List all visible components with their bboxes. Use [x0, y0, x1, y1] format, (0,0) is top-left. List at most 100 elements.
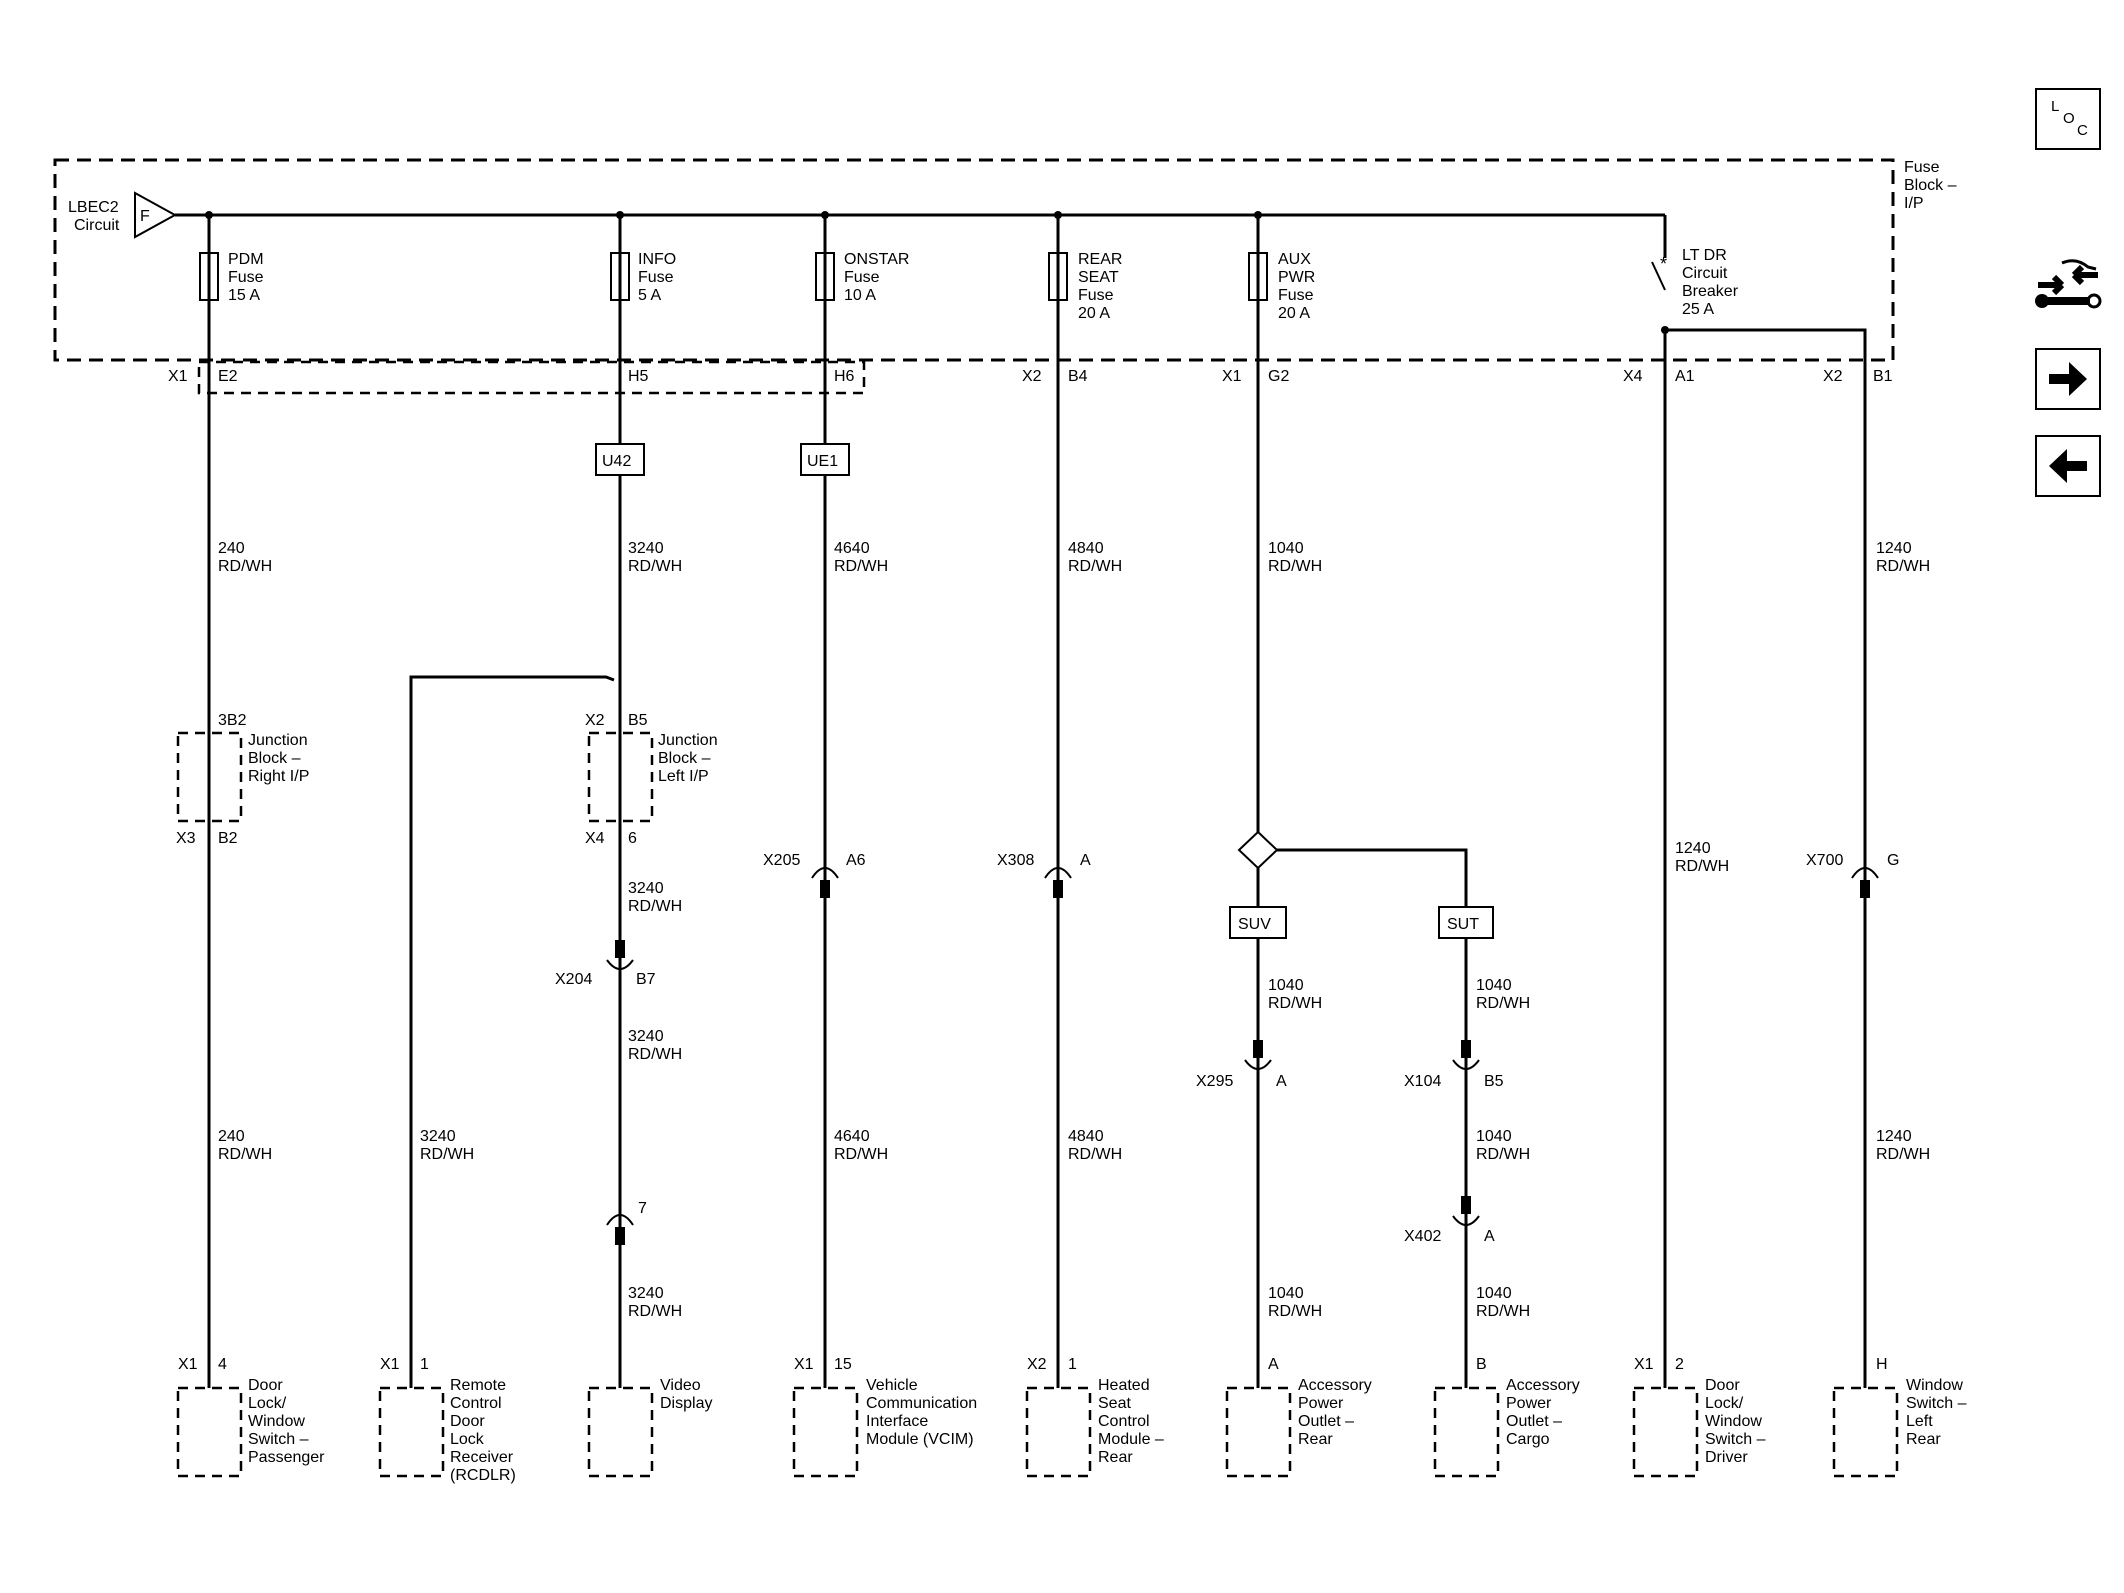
comp-2-conn: X1	[380, 1356, 400, 1373]
pin-a1: A1	[1675, 368, 1695, 385]
wire-240-color-b: RD/WH	[218, 1146, 272, 1163]
previous-page-button[interactable]	[2035, 435, 2101, 497]
comp-3-l1: Video	[660, 1377, 701, 1394]
comp-5-l5: Rear	[1098, 1449, 1133, 1466]
next-page-button[interactable]	[2035, 348, 2101, 410]
connector-pin-7: 7	[638, 1200, 647, 1217]
option-sut-box	[1438, 906, 1494, 939]
wire-1040-color-a: RD/WH	[1268, 558, 1322, 575]
comp-4-pin: 15	[834, 1356, 852, 1373]
jb-right-l3: Right I/P	[248, 768, 309, 785]
pin-conn-x2-b4: X2	[1022, 368, 1042, 385]
wire-4640-color-a: RD/WH	[834, 558, 888, 575]
component-door-lock-driver[interactable]: X1 2 Door Lock/ Window Switch – Driver	[1632, 1356, 1766, 1478]
wrench-arrows-icon	[2035, 259, 2102, 309]
comp-4-l4: Module (VCIM)	[866, 1431, 974, 1448]
jb-left-bot-conn: X4	[585, 830, 605, 847]
fuse-rearseat-l1: REAR	[1078, 251, 1122, 268]
x204-conn: X204	[555, 971, 592, 988]
component-door-lock-passenger[interactable]: X1 4 Door Lock/ Window Switch – Passenge…	[176, 1356, 325, 1478]
pin-g2: G2	[1268, 368, 1289, 385]
comp-6-l3: Outlet –	[1298, 1413, 1354, 1430]
comp-1-pin: 4	[218, 1356, 227, 1373]
option-suv: SUV	[1238, 916, 1271, 933]
wire-3240-color-a: RD/WH	[628, 558, 682, 575]
fuse-block-label-2: Block –	[1904, 177, 1957, 194]
comp-1-conn: X1	[178, 1356, 198, 1373]
x308-conn: X308	[997, 852, 1034, 869]
wire-1240-num-b: 1240	[1876, 540, 1912, 557]
pin-e2: E2	[218, 368, 238, 385]
breaker-branch-wire	[1665, 328, 1867, 1388]
junction-block-right-outline	[176, 731, 243, 823]
option-suv-box	[1229, 906, 1287, 939]
arrow-right-icon	[2049, 362, 2087, 396]
wire-1040-num-a: 1040	[1268, 540, 1304, 557]
loc-letter-l: L	[2051, 98, 2060, 115]
component-video-display[interactable]: Video Display	[587, 1377, 712, 1478]
pin-b4: B4	[1068, 368, 1088, 385]
wire-4640-num-b: 4640	[834, 1128, 870, 1145]
component-rcdlr[interactable]: X1 1 Remote Control Door Lock Receiver (…	[378, 1356, 516, 1484]
comp-6-l2: Power	[1298, 1395, 1344, 1412]
component-heated-seat-module[interactable]: X2 1 Heated Seat Control Module – Rear	[1025, 1356, 1164, 1478]
wire-4640-num-a: 4640	[834, 540, 870, 557]
comp-9-l4: Rear	[1906, 1431, 1941, 1448]
comp-8-l1: Door	[1705, 1377, 1740, 1394]
comp-4-l1: Vehicle	[866, 1377, 918, 1394]
comp-6-pin: A	[1268, 1356, 1279, 1373]
component-accessory-outlet-cargo[interactable]: B Accessory Power Outlet – Cargo	[1433, 1356, 1580, 1478]
wire-1040-color-c: RD/WH	[1476, 995, 1530, 1012]
wire-1240-color-b: RD/WH	[1876, 558, 1930, 575]
jb-left-top-pin: B5	[628, 712, 648, 729]
option-u42: U42	[602, 453, 631, 470]
pin-conn-x1-g2: X1	[1222, 368, 1242, 385]
component-vcim[interactable]: X1 15 Vehicle Communication Interface Mo…	[792, 1356, 977, 1478]
wire-3240-color-b: RD/WH	[628, 898, 682, 915]
jb-right-bot-conn: X3	[176, 830, 196, 847]
comp-7-l2: Power	[1506, 1395, 1552, 1412]
comp-8-l3: Window	[1705, 1413, 1762, 1430]
comp-8-l5: Driver	[1705, 1449, 1748, 1466]
loc-letter-c: C	[2077, 122, 2088, 139]
wire-4840-num-b: 4840	[1068, 1128, 1104, 1145]
wire-1240-color-a: RD/WH	[1675, 858, 1729, 875]
comp-5-conn: X2	[1027, 1356, 1047, 1373]
option-ue1: UE1	[807, 453, 838, 470]
wire-1040-num-c: 1040	[1476, 977, 1512, 994]
wire-3240-rcdlr	[409, 675, 615, 1388]
comp-4-l2: Communication	[866, 1395, 977, 1412]
wire-3240-num-d: 3240	[420, 1128, 456, 1145]
fuse-block-label-3: I/P	[1904, 195, 1924, 212]
x402-conn: X402	[1404, 1228, 1441, 1245]
locator-button[interactable]: L O C	[2035, 88, 2101, 150]
pin-b1: B1	[1873, 368, 1893, 385]
component-window-switch-left-rear[interactable]: H Window Switch – Left Rear	[1832, 1356, 1967, 1478]
wire-3240-color-c: RD/WH	[628, 1046, 682, 1063]
wire-1040-num-e: 1040	[1268, 1285, 1304, 1302]
fuse-auxpwr-l4: 20 A	[1278, 305, 1310, 322]
fuse-auxpwr-l1: AUX	[1278, 251, 1311, 268]
pin-conn-x1-e2: X1	[168, 368, 188, 385]
wire-4840-color-b: RD/WH	[1068, 1146, 1122, 1163]
x204-pin: B7	[636, 971, 656, 988]
comp-3-l2: Display	[660, 1395, 712, 1412]
jb-right-top-pin: 3B2	[218, 712, 247, 729]
comp-5-l3: Control	[1098, 1413, 1150, 1430]
x104-pin: B5	[1484, 1073, 1504, 1090]
splice-diamond-icon	[1237, 830, 1279, 870]
comp-2-l2: Control	[450, 1395, 502, 1412]
component-accessory-outlet-rear[interactable]: A Accessory Power Outlet – Rear	[1225, 1356, 1372, 1478]
arrow-left-icon	[2049, 449, 2087, 483]
comp-2-l5: Receiver	[450, 1449, 514, 1466]
wire-4640-color-b: RD/WH	[834, 1146, 888, 1163]
comp-5-pin: 1	[1068, 1356, 1077, 1373]
fuse-onstar-l3: 10 A	[844, 287, 876, 304]
source-terminal-tag: F	[140, 208, 150, 225]
breaker-star: *	[1660, 254, 1667, 274]
jb-left-bot-pin: 6	[628, 830, 637, 847]
comp-2-l6: (RCDLR)	[450, 1467, 516, 1484]
option-u42-box	[595, 443, 645, 476]
schematic-tool-button[interactable]	[2032, 255, 2104, 325]
